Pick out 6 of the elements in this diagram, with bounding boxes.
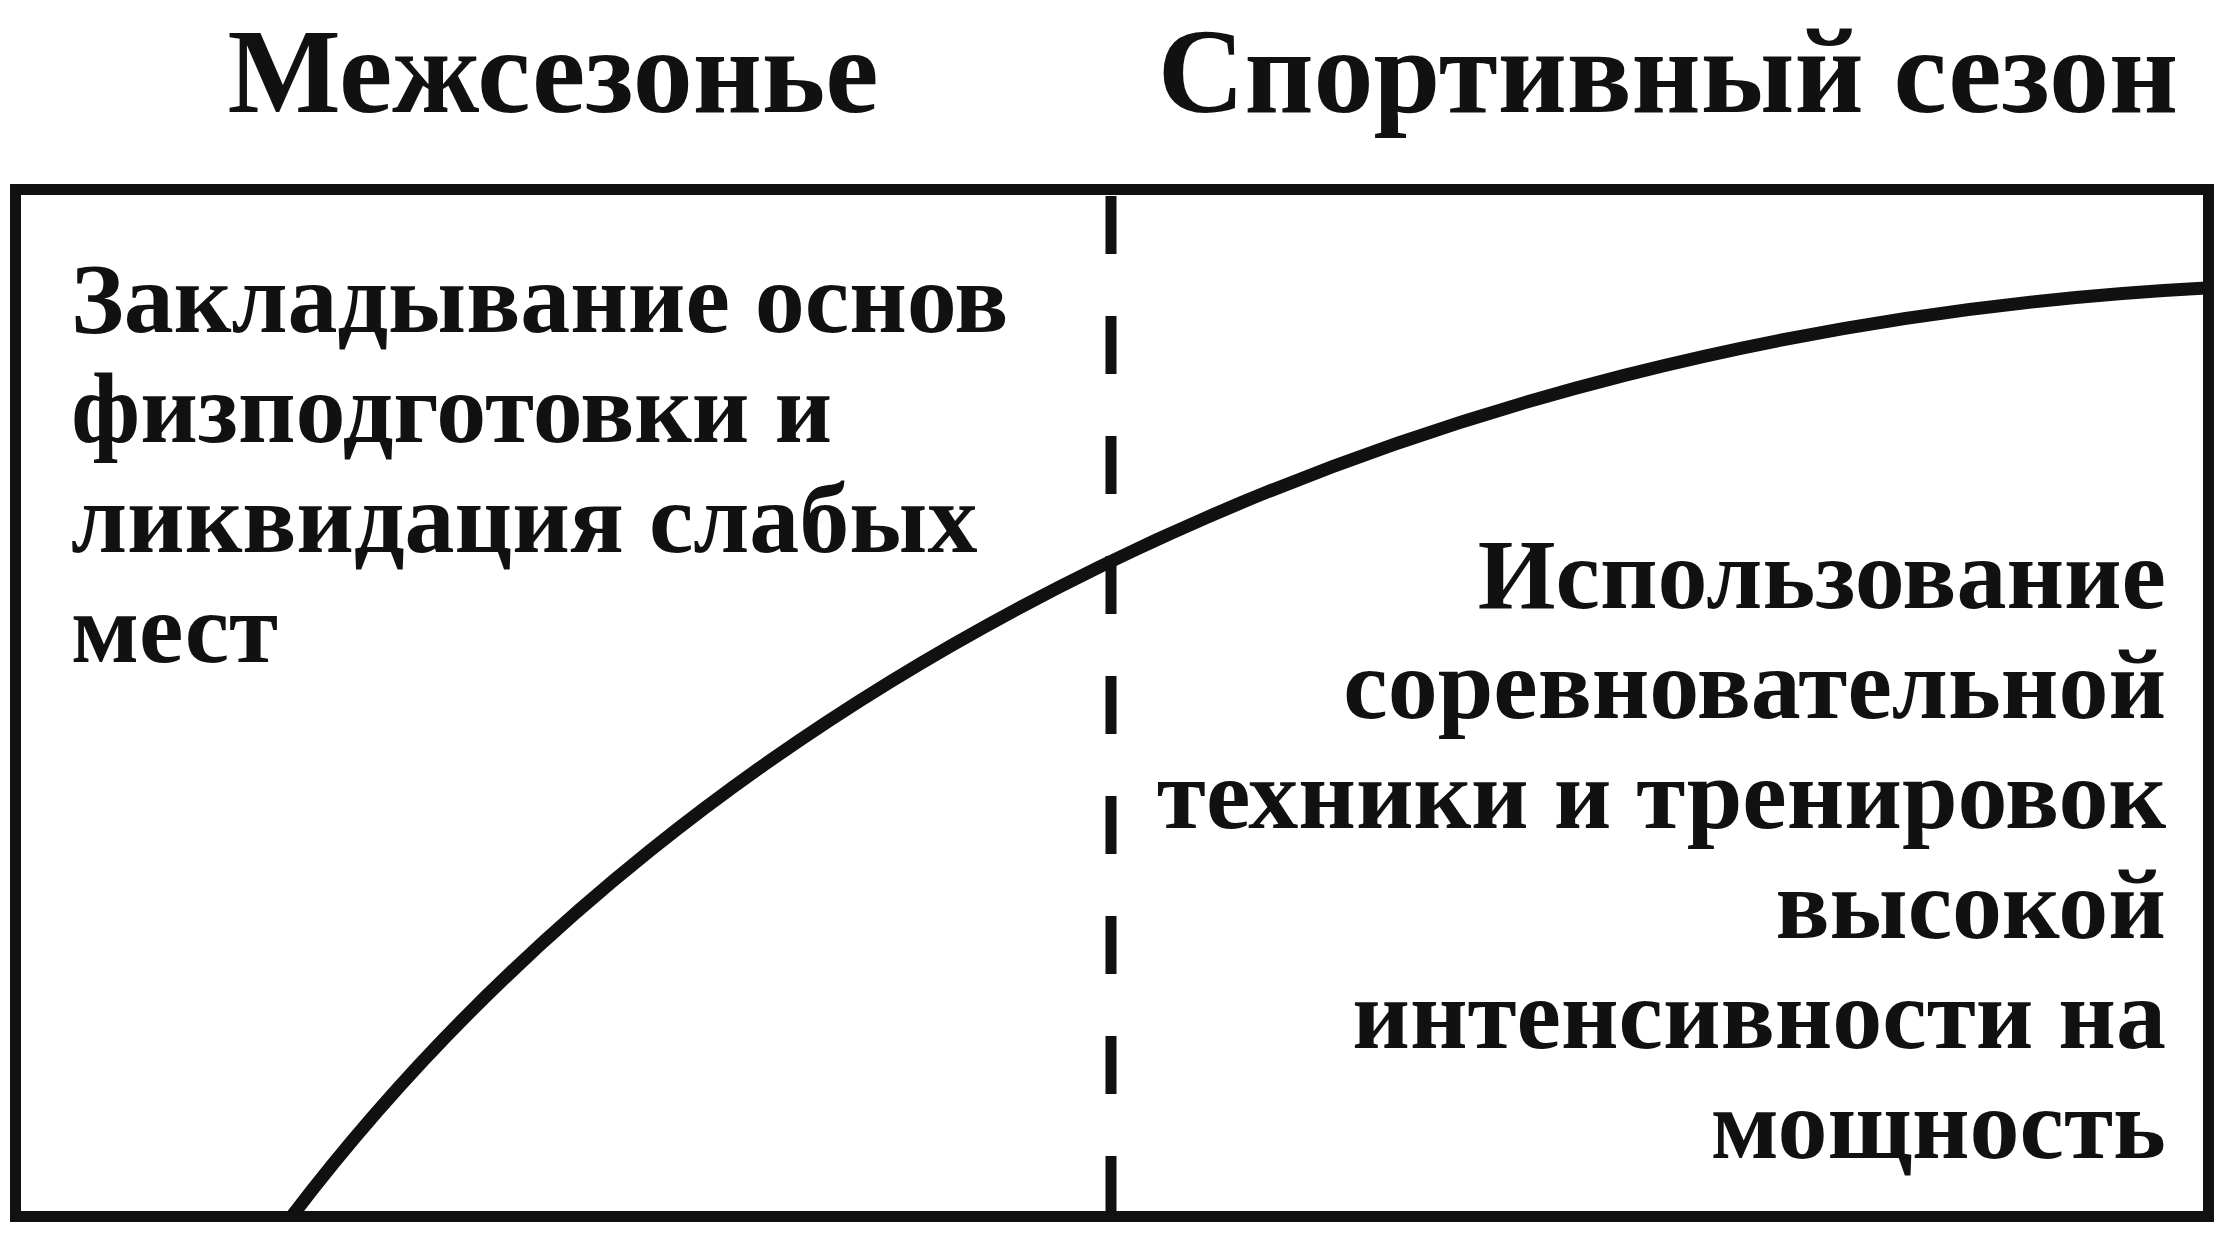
period-heading: Спортивный сезон: [1157, 4, 2179, 140]
period-panel: [10, 184, 1111, 1222]
period-heading: Межсезонье: [227, 4, 879, 140]
panel-text: Закладывание основ физподготовки и ликвидация слабых мест: [71, 244, 1010, 684]
panel-text: Использование соревновательной техники и тренировок высокой интенсивности на мощность: [1155, 520, 2166, 1180]
period-panel: [1111, 184, 2214, 1222]
